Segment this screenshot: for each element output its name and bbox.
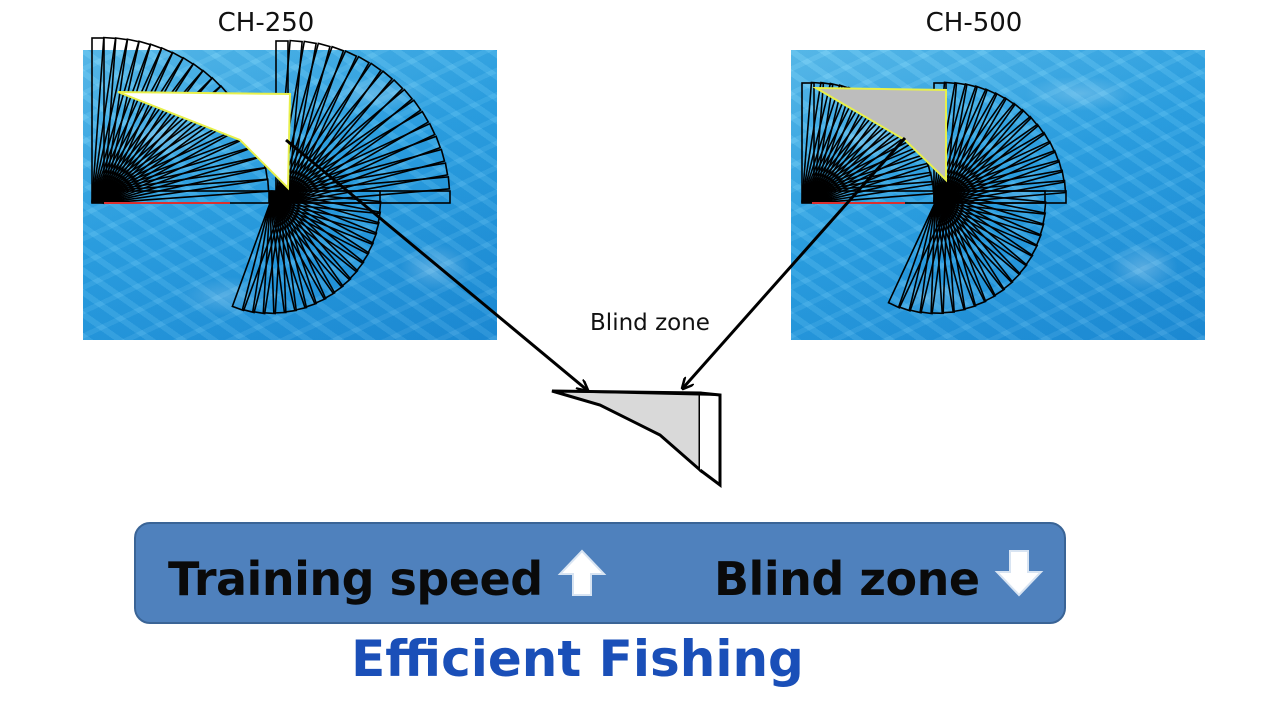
- blind-zone-item: Blind zone: [714, 548, 1044, 609]
- pointer-arrow-right: [683, 137, 907, 388]
- panel-title-ch500: CH-500: [925, 8, 1023, 38]
- pointer-arrow-left: [285, 138, 587, 390]
- efficient-fishing-headline: Efficient Fishing: [351, 630, 804, 688]
- blind-zone-left: [117, 91, 292, 191]
- rod-motion-fan-left: [91, 36, 451, 315]
- down-arrow-icon: [994, 548, 1044, 609]
- blind-zone-right: [812, 86, 947, 183]
- training-speed-label: Training speed: [168, 551, 543, 606]
- up-arrow-icon: [557, 548, 607, 609]
- panel-title-ch250: CH-250: [217, 8, 315, 38]
- fan-left-lower-segment: [231, 201, 283, 312]
- blind-zone-label: Blind zone: [590, 310, 710, 336]
- blind-zone-enlarged: [551, 389, 722, 488]
- blind-zone-banner-label: Blind zone: [714, 551, 980, 606]
- summary-banner: Training speed Blind zone: [134, 522, 1066, 624]
- fan-right-lower-segment: [887, 201, 947, 309]
- training-speed-item: Training speed: [168, 548, 607, 609]
